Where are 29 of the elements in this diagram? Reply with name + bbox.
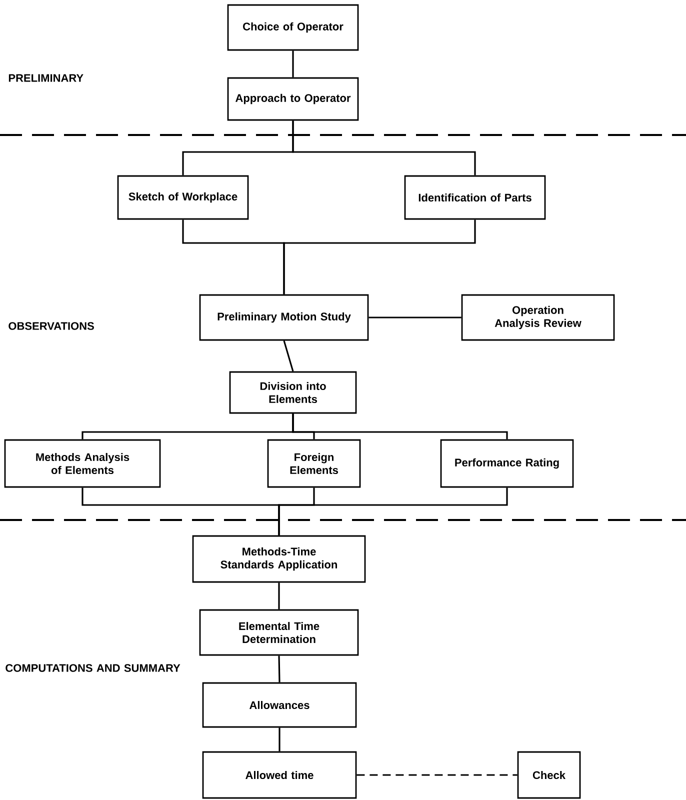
process-box: Choice of Operator bbox=[227, 4, 359, 51]
process-box: Preliminary Motion Study bbox=[199, 294, 369, 341]
section-label: PRELIMINARY bbox=[8, 74, 84, 82]
connector-line bbox=[292, 50, 294, 78]
process-box: Foreign Elements bbox=[267, 439, 361, 488]
process-box: Allowed time bbox=[202, 751, 357, 799]
process-box: Methods Analysis of Elements bbox=[4, 439, 161, 488]
process-box: Identification of Parts bbox=[404, 175, 546, 220]
connector-line bbox=[292, 414, 508, 440]
process-box: Sketch of Workplace bbox=[117, 175, 249, 220]
process-box: Operation Analysis Review bbox=[461, 294, 615, 341]
process-box: Approach to Operator bbox=[227, 77, 359, 121]
process-box: Elemental Time Determination bbox=[199, 609, 359, 656]
connector-line bbox=[278, 656, 280, 682]
connector-line bbox=[292, 120, 476, 176]
section-label: COMPUTATIONS AND SUMMARY bbox=[6, 664, 180, 672]
process-box: Check bbox=[517, 751, 581, 799]
connector-line bbox=[278, 728, 280, 752]
process-box: Methods-Time Standards Application bbox=[192, 535, 366, 583]
connector-line bbox=[278, 488, 508, 536]
connector-line bbox=[356, 774, 518, 776]
connector-line bbox=[283, 220, 476, 294]
process-box: Performance Rating bbox=[440, 439, 574, 488]
connector-line bbox=[278, 582, 280, 610]
connector-line bbox=[283, 340, 294, 372]
process-box: Division into Elements bbox=[229, 371, 357, 414]
process-box: Allowances bbox=[202, 682, 357, 728]
connector-line bbox=[368, 316, 462, 318]
section-label: OBSERVATIONS bbox=[8, 322, 94, 330]
